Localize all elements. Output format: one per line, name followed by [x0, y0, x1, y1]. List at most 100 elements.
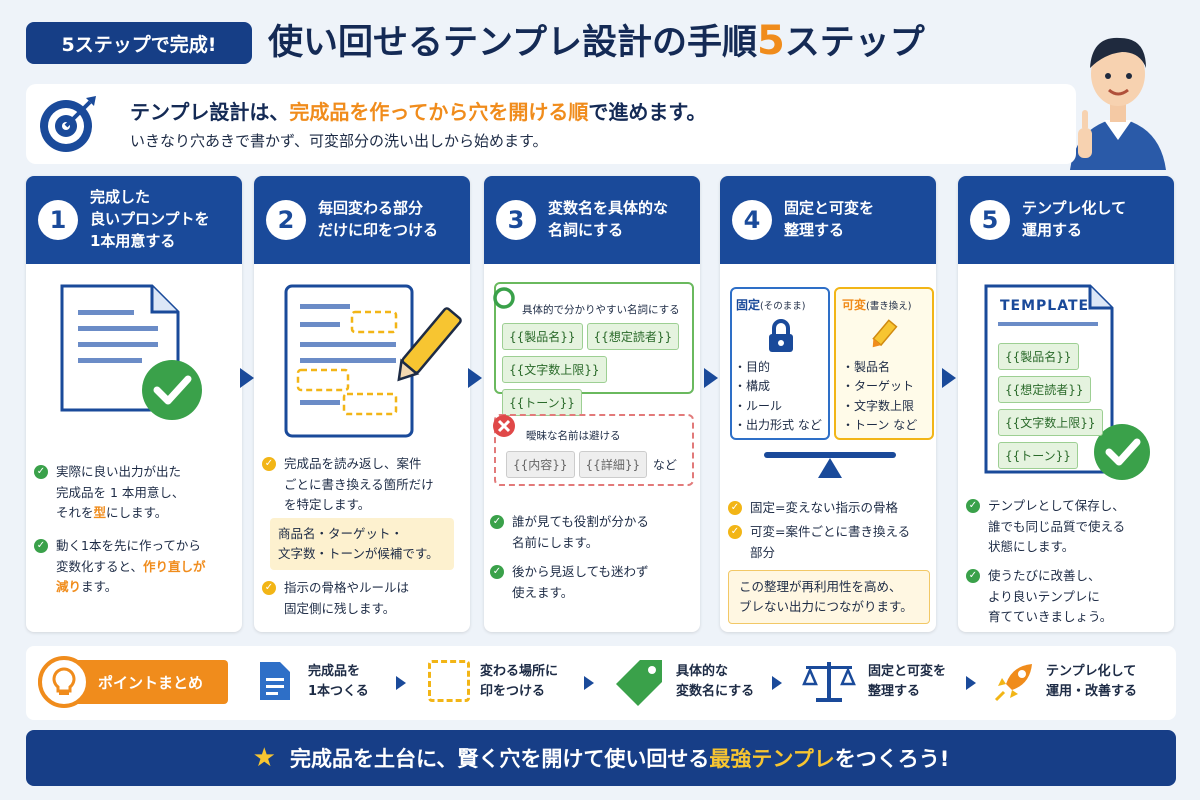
point-arrow-icon [966, 676, 976, 690]
variable-subtitle: (書き換え) [866, 301, 912, 312]
bad-suffix: など [652, 458, 677, 472]
bullet-highlight: 型 [93, 505, 107, 521]
bullet-text: それを [56, 505, 94, 521]
check-icon: ✓ [490, 515, 504, 529]
step-5-bullet: ✓テンプレとして保存し、誰でも同じ品質で使える状態にします。 [966, 496, 1166, 558]
lightbulb-icon [38, 656, 90, 708]
step-1-title-line: 完成した [90, 188, 151, 207]
step-5-title-line: 運用する [1022, 221, 1083, 239]
bullet-text: ます。 [81, 579, 118, 595]
step-2-title: 毎回変わる部分だけに印をつける [318, 198, 438, 242]
point-text: 具体的な [676, 664, 729, 679]
step-5-title-line: テンプレ化して [1022, 199, 1127, 218]
step-1-number: 1 [38, 200, 78, 240]
step-arrow-icon [468, 368, 482, 388]
title-main: 使い回せるテンプレ設計の手順 [268, 23, 757, 63]
bullet-text: 名前にします。 [512, 534, 599, 550]
bullet-text: を特定します。 [284, 497, 371, 513]
step-5-title: テンプレ化して運用する [1022, 198, 1126, 242]
step-4-header: 4 固定と可変を整理する [720, 176, 936, 264]
step-arrow-icon [942, 368, 956, 388]
presenter-avatar [1058, 37, 1166, 170]
step-3-bullet: ✓ 誰が見ても役割が分かる名前にします。 [490, 512, 690, 553]
dashed-box-icon [428, 660, 470, 702]
bullet-text: 使うたびに改善し、 [988, 568, 1101, 583]
step-1-title-line: 良いプロンプトを [90, 210, 210, 229]
bullet-text: 後から見返しても迷わず [512, 564, 649, 579]
check-icon: ✓ [966, 499, 980, 513]
note-text: ブレない出力につながります。 [739, 599, 913, 614]
lock-icon [769, 319, 793, 352]
circle-ok-icon [493, 287, 515, 309]
intro-sub-text: いきなり穴あきで書かず、可変部分の洗い出しから始めます。 [130, 132, 548, 150]
fixed-title: 固定(そのまま) [736, 296, 805, 313]
variable-item: ・ターゲット [842, 379, 915, 394]
check-icon: ✓ [728, 525, 742, 539]
fixed-item: ・ルール [734, 398, 783, 413]
note-text: 文字数・トーンが候補です。 [278, 546, 439, 561]
point-item-3: 具体的な変数名にする [676, 662, 754, 702]
bullet-text: より良いテンプレに [988, 588, 1100, 604]
step-3-number: 3 [496, 200, 536, 240]
step-3-title-line: 名詞にする [548, 221, 624, 239]
step-1-title-line: 1本用意する [90, 231, 176, 250]
bad-chip-list: {{内容}}{{詳細}} など [504, 448, 694, 481]
title-number: 5 [756, 18, 785, 64]
note-text: この整理が再利用性を高め、 [739, 579, 902, 594]
intro-panel [26, 84, 1076, 164]
step-4-title-line: 固定と可変を [784, 199, 875, 218]
bullet-text: 変数化すると、 [56, 558, 144, 574]
point-text: 完成品を [308, 664, 361, 679]
variable-chip: {{トーン}} [998, 442, 1078, 469]
step-5-header: 5 テンプレ化して運用する [958, 176, 1174, 264]
step-4-bullet: ✓ 可変=案件ごとに書き換える部分 [728, 522, 934, 563]
step-1-bullet: ✓実際に良い出力が出た完成品を 1 本用意し、それを型にします。 [34, 462, 234, 524]
banner-highlight: 最強テンプレ [709, 747, 835, 771]
step-1-title: 完成した良いプロンプトを 1本用意する [90, 187, 210, 252]
bad-names-box [494, 414, 694, 486]
bullet-text: 動く1本を先に作ってから [56, 538, 201, 553]
variable-chip: {{内容}} [506, 451, 575, 478]
variable-chip: {{文字数上限}} [998, 409, 1103, 436]
bullet-highlight: 減り [56, 579, 82, 595]
point-item-2: 変わる場所に印をつける [480, 662, 558, 702]
variable-chip: {{トーン}} [502, 389, 582, 416]
star-icon: ★ [252, 743, 276, 773]
bullet-text: 誰が見ても役割が分かる [512, 514, 649, 529]
point-text: 印をつける [480, 684, 546, 700]
note-text: 商品名・ターゲット・ [278, 526, 404, 541]
step-4-bullet: ✓固定=変えない指示の骨格 [728, 498, 934, 519]
banner-text: 完成品を土台に、賢く穴を開けて使い回せる [289, 747, 710, 771]
check-icon: ✓ [966, 569, 980, 583]
step-2-title-line: だけに印をつける [318, 221, 439, 239]
step-1-bullet: ✓動く1本を先に作ってから変数化すると、作り直しが減ります。 [34, 536, 240, 598]
bad-names-label: 曖昧な名前は避ける [526, 430, 621, 442]
title-tail: ステップ [784, 23, 925, 63]
variable-chip: {{文字数上限}} [502, 356, 607, 383]
bullet-text: 可変=案件ごとに書き換える [750, 524, 911, 539]
step-3-title: 変数名を具体的な名詞にする [548, 198, 668, 242]
bullet-text: にします。 [106, 505, 168, 521]
step-2-note: 商品名・ターゲット・文字数・トーンが候補です。 [270, 518, 454, 570]
fixed-list: ・目的・構成・ルール・出力形式 など [734, 358, 822, 436]
step-arrow-icon [240, 368, 254, 388]
bullet-text: 育てていきましょう。 [988, 609, 1113, 625]
scale-icon [802, 662, 856, 702]
bullet-text: 使えます。 [512, 584, 574, 600]
step-4-note: この整理が再利用性を高め、ブレない出力につながります。 [728, 570, 930, 624]
document-icon [260, 662, 290, 700]
step-4-title: 固定と可変を整理する [784, 198, 874, 242]
balance-scale-icon [764, 452, 896, 478]
pencil-icon [872, 319, 898, 348]
step-2-number: 2 [266, 200, 306, 240]
fixed-subtitle: (そのまま) [760, 301, 806, 312]
step-4-title-line: 整理する [784, 221, 845, 239]
header-badge: 5ステップで完成! [26, 22, 252, 64]
check-icon: ✓ [262, 457, 276, 471]
fixed-item: ・出力形式 など [734, 418, 822, 433]
variable-list: ・製品名・ターゲット・文字数上限・トーン など [842, 358, 917, 436]
bullet-text: 指示の骨格やルールは [284, 580, 410, 595]
marked-document-icon [284, 284, 462, 438]
intro-main-post: で進めます。 [588, 100, 707, 124]
bullet-text: 部分 [750, 544, 776, 560]
